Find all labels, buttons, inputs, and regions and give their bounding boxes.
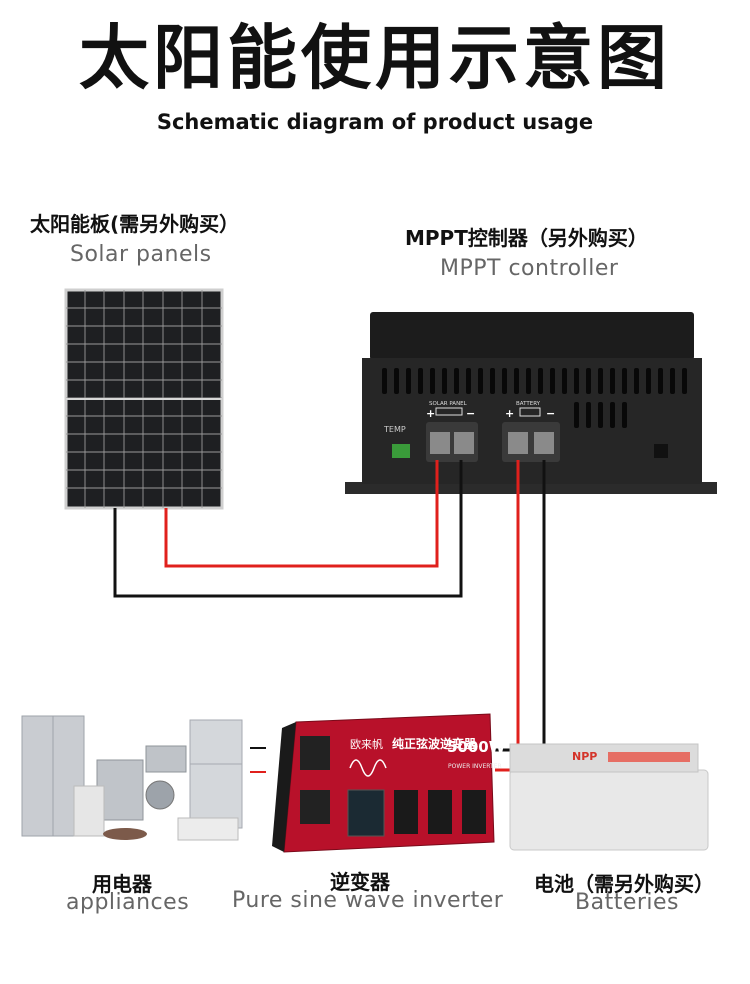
page-subtitle: Schematic diagram of product usage — [156, 110, 594, 134]
solar-panel-label-en: Solar panels — [70, 242, 212, 267]
battery-label-cn: 电池（需另外购买） — [534, 872, 714, 896]
page-title: 太阳能使用示意图 — [79, 17, 671, 99]
battery-label-en: Batteries — [575, 890, 680, 915]
appliances-label-en: appliances — [66, 890, 190, 915]
inverter-subtext: POWER INVERTER — [448, 763, 502, 770]
solar-minus-symbol: − — [466, 407, 475, 420]
appliances-label-cn: 用电器 — [92, 872, 152, 896]
battery-port-label: BATTERY — [516, 401, 541, 407]
inverter-name: 纯正弦波逆变器 — [392, 736, 477, 751]
battery-brand: NPP — [572, 750, 597, 763]
inverter-label-cn: 逆变器 — [330, 870, 390, 894]
appliances-image — [21, 715, 243, 841]
wires — [113, 460, 546, 772]
inverter-brand: 欧来帆 — [350, 737, 383, 751]
controller-label-cn: MPPT控制器（另外购买） — [405, 226, 648, 250]
inverter-power: 5000W — [447, 738, 506, 756]
solar-positive-wire — [164, 460, 439, 568]
solar-panel-label-cn: 太阳能板(需另外购买） — [30, 212, 240, 236]
controller-label-en: MPPT controller — [440, 256, 619, 281]
solar-plus-symbol: + — [426, 407, 435, 420]
battery-image — [509, 743, 709, 851]
mppt-controller — [345, 312, 717, 494]
inverter-image — [272, 713, 495, 853]
battery-minus-symbol: − — [546, 407, 555, 420]
solar-port-label: SOLAR PANEL — [429, 401, 468, 407]
inverter-label-en: Pure sine wave inverter — [232, 888, 504, 913]
temp-port-label: TEMP — [383, 425, 406, 434]
battery-plus-symbol: + — [505, 407, 514, 420]
solar-negative-wire — [113, 460, 463, 598]
solar-panel — [64, 288, 224, 510]
